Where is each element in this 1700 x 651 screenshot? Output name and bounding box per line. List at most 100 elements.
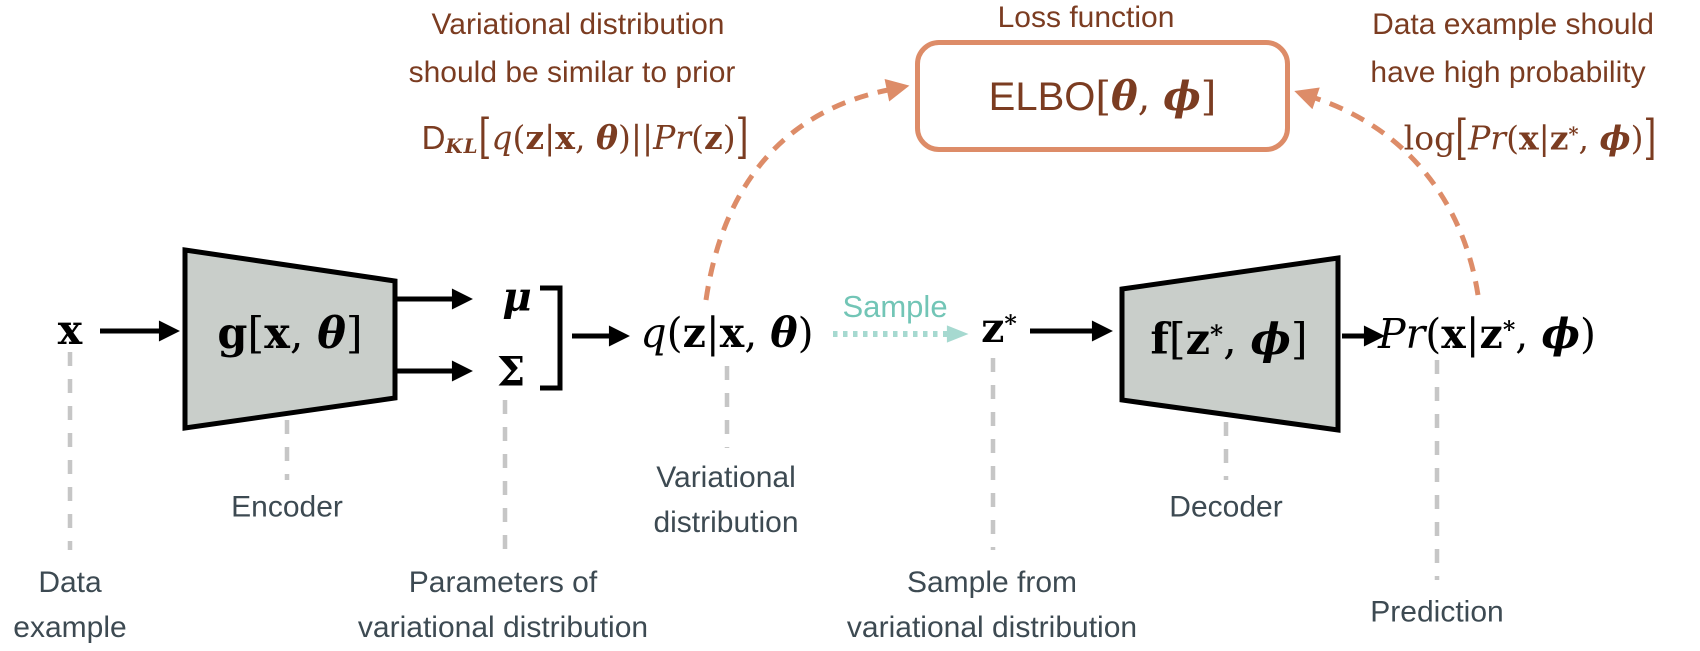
caption-encoder: Encoder xyxy=(231,490,343,524)
formula-token: z xyxy=(682,309,706,357)
caption-data-example: Data example xyxy=(13,560,126,650)
formula-token: ) xyxy=(1630,118,1644,158)
sigma-symbol: Σ xyxy=(497,349,525,396)
formula-token: [ xyxy=(1095,73,1111,120)
formula-token: x xyxy=(555,117,575,157)
kl-formula: DKL[q(z|x, θ)||Pr(z)] xyxy=(421,108,749,165)
caption-sample-from: Sample from variational distribution xyxy=(847,560,1137,650)
formula-token: ϕ xyxy=(1599,118,1631,158)
formula-token: z xyxy=(525,117,545,157)
formula-token: θ xyxy=(317,309,346,359)
formula-token: * xyxy=(1210,319,1224,349)
formula-token: log xyxy=(1403,118,1456,158)
formula-token: ( xyxy=(1506,118,1519,158)
formula-token: , xyxy=(574,117,596,157)
formula-token: ) xyxy=(722,117,736,157)
formula-token: D xyxy=(421,118,446,156)
caption-data-example-line2: example xyxy=(13,611,127,644)
caption-sample-from-line2: variational distribution xyxy=(846,611,1138,644)
loss-function-title: Loss function xyxy=(997,1,1175,34)
kl-annotation-line1: Variational distribution xyxy=(431,8,725,41)
formula-token: , xyxy=(744,309,771,357)
elbo-box: ELBO[θ, ϕ] xyxy=(915,40,1290,152)
formula-token: ] xyxy=(1200,73,1217,120)
caption-var-dist-line1: Variational xyxy=(656,461,796,494)
caption-var-dist-line2: distribution xyxy=(653,506,799,539)
sample-label: Sample xyxy=(842,289,948,324)
input-x: x xyxy=(58,306,82,354)
prediction-formula: Pr(x|z*, ϕ) xyxy=(1378,310,1596,358)
formula-token: , xyxy=(1223,315,1251,365)
formula-token: ] xyxy=(1290,315,1308,365)
formula-token: Σ xyxy=(496,348,526,396)
caption-prediction: Prediction xyxy=(1370,595,1504,629)
formula-token: , xyxy=(1515,310,1542,358)
variational-distribution-formula: q(z|x, θ) xyxy=(640,309,813,357)
formula-token: ( xyxy=(666,309,683,357)
formula-token: θ xyxy=(595,117,618,157)
kl-annotation-line2: should be similar to prior xyxy=(408,56,736,89)
formula-token: ] xyxy=(1643,108,1657,165)
caption-sample-from-line1: Sample from xyxy=(906,566,1078,599)
formula-token: ) xyxy=(617,117,631,157)
mu-symbol: μ xyxy=(502,274,531,321)
formula-token: ϕ xyxy=(1250,315,1291,365)
formula-token: ϕ xyxy=(1163,72,1201,120)
formula-token: Pr xyxy=(1468,118,1507,158)
formula-token: [ xyxy=(1168,315,1186,365)
formula-token: ] xyxy=(735,107,749,165)
formula-token: q xyxy=(640,309,667,357)
encoder-trapezoid xyxy=(182,247,398,431)
kl-dashed-arrow xyxy=(703,78,910,301)
encoder-function: g[x, θ] xyxy=(217,309,362,359)
formula-token: | xyxy=(1465,310,1480,358)
formula-token: z xyxy=(1185,315,1211,365)
formula-token: | xyxy=(544,117,556,157)
formula-token: * xyxy=(1568,122,1579,146)
formula-token: ] xyxy=(345,309,363,359)
formula-token: ( xyxy=(512,117,526,157)
formula-token: [ xyxy=(478,107,492,165)
bracket-mu-sigma xyxy=(540,285,563,391)
formula-token: μ xyxy=(502,273,532,321)
formula-token: Pr xyxy=(653,117,692,157)
formula-token: x xyxy=(1441,310,1466,358)
decoder-trapezoid xyxy=(1119,255,1341,433)
formula-token: [ xyxy=(247,309,265,359)
recon-formula: log[Pr(x|z*, ϕ)] xyxy=(1403,108,1657,165)
formula-token: z xyxy=(1549,118,1569,158)
recon-annotation-line1: Data example should xyxy=(1372,8,1654,41)
formula-token: x xyxy=(1518,118,1539,158)
formula-token: | xyxy=(1538,118,1550,158)
formula-token: * xyxy=(1004,309,1017,338)
recon-annotation-line2: have high probability xyxy=(1370,56,1646,89)
formula-token: ( xyxy=(691,117,704,157)
formula-token: g xyxy=(217,309,248,359)
caption-data-example-line1: Data xyxy=(38,566,102,599)
formula-token: ( xyxy=(1425,310,1442,358)
formula-token: * xyxy=(1502,315,1516,344)
formula-token: ϕ xyxy=(1541,310,1580,358)
decoder-function: f[z*, ϕ] xyxy=(1150,315,1307,365)
caption-params: Parameters of variational distribution xyxy=(358,560,648,650)
formula-token: || xyxy=(630,117,654,157)
formula-token: | xyxy=(705,309,720,357)
formula-token: θ xyxy=(1110,72,1138,120)
formula-token: z xyxy=(981,304,1005,352)
formula-token: , xyxy=(1137,73,1164,120)
formula-token: , xyxy=(289,309,318,359)
formula-token: ) xyxy=(1579,310,1596,358)
formula-token: , xyxy=(1578,118,1600,158)
formula-token: f xyxy=(1150,315,1169,365)
formula-token: q xyxy=(491,117,513,157)
caption-var-dist: Variational distribution xyxy=(653,455,798,545)
formula-token: [ xyxy=(1455,108,1469,165)
caption-params-line2: variational distribution xyxy=(357,611,649,644)
formula-token: Pr xyxy=(1378,310,1426,358)
elbo-formula: ELBO[θ, ϕ] xyxy=(989,73,1217,120)
caption-decoder: Decoder xyxy=(1169,490,1283,524)
formula-token: ) xyxy=(797,309,814,357)
formula-token: x xyxy=(57,306,83,354)
